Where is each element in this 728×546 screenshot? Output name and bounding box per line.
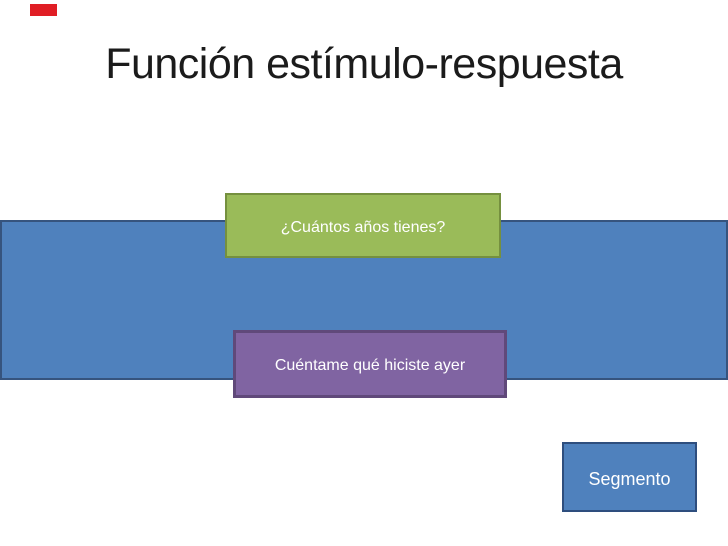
segment-label: Segmento bbox=[588, 469, 671, 490]
red-accent-bar bbox=[30, 4, 57, 16]
slide-title: Función estímulo-respuesta bbox=[105, 40, 623, 88]
stimulus-question-label: ¿Cuántos años tienes? bbox=[280, 218, 446, 236]
stimulus-question-box: ¿Cuántos años tienes? bbox=[225, 193, 501, 258]
segment-box: Segmento bbox=[562, 442, 697, 512]
response-command-label: Cuéntame qué hiciste ayer bbox=[274, 357, 466, 375]
response-command-box: Cuéntame qué hiciste ayer bbox=[233, 330, 507, 398]
